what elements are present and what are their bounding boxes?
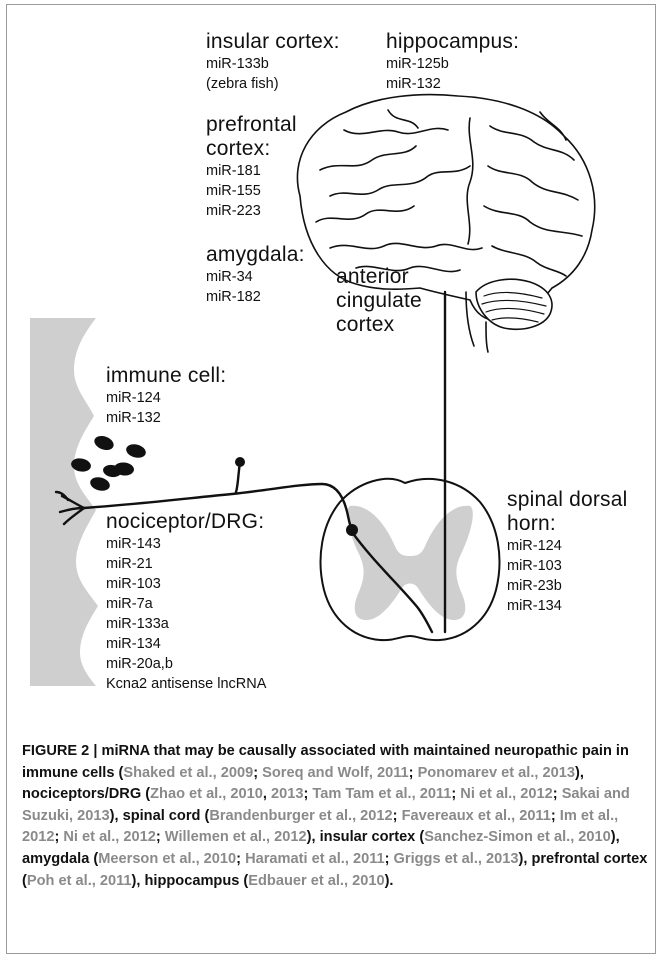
mirna-item: miR-103	[507, 556, 628, 576]
immune-cell	[92, 433, 115, 452]
mirna-item: miR-181	[206, 161, 297, 181]
spinal-title-line1: spinal dorsal	[507, 488, 628, 512]
mirna-item: miR-103	[106, 574, 266, 594]
caption-text: ;	[236, 851, 245, 867]
prefrontal-title-line2: cortex:	[206, 137, 297, 161]
mirna-item: Kcna2 antisense lncRNA	[106, 674, 266, 694]
caption-reference-link[interactable]: Zhao et al., 2010	[150, 786, 263, 802]
drg-cell-body	[235, 457, 245, 467]
mirna-item: miR-21	[106, 554, 266, 574]
hippocampus-label: hippocampus: miR-125b miR-132	[386, 30, 519, 94]
caption-reference-link[interactable]: Sanchez-Simon et al., 2010	[424, 829, 611, 845]
caption-reference-link[interactable]: Poh et al., 2011	[27, 873, 132, 889]
figure-caption: FIGURE 2 | miRNA that may be causally as…	[22, 741, 652, 892]
caption-reference-link[interactable]: Soreq and Wolf, 2011	[262, 765, 409, 781]
mirna-item: miR-34	[206, 267, 305, 287]
acc-line: cingulate	[336, 289, 422, 313]
prefrontal-title-line1: prefrontal	[206, 113, 297, 137]
insular-mirna-list: miR-133b (zebra fish)	[206, 54, 340, 94]
mirna-item: miR-134	[106, 634, 266, 654]
caption-reference-link[interactable]: Shaked et al., 2009	[123, 765, 253, 781]
spinal-mirna-list: miR-124 miR-103 miR-23b miR-134	[507, 536, 628, 616]
hippocampus-mirna-list: miR-125b miR-132	[386, 54, 519, 94]
mirna-item: miR-125b	[386, 54, 519, 74]
mirna-item: miR-134	[507, 596, 628, 616]
caption-reference-link[interactable]: Griggs et al., 2013	[394, 851, 519, 867]
acc-line: cortex	[336, 313, 422, 337]
caption-reference-link[interactable]: Tam Tam et al., 2011	[312, 786, 451, 802]
caption-reference-link[interactable]: 2013	[271, 786, 303, 802]
caption-text: ;	[409, 765, 418, 781]
mirna-item: miR-124	[106, 388, 226, 408]
caption-text: ;	[156, 829, 165, 845]
spinal-cord-section	[321, 479, 500, 640]
amygdala-label: amygdala: miR-34 miR-182	[206, 243, 305, 307]
caption-text: ;	[253, 765, 262, 781]
prefrontal-mirna-list: miR-181 miR-155 miR-223	[206, 161, 297, 221]
caption-text: ;	[451, 786, 460, 802]
caption-reference-link[interactable]: Brandenburger et al., 2012	[209, 808, 392, 824]
mirna-item: miR-20a,b	[106, 654, 266, 674]
mirna-item: miR-133a	[106, 614, 266, 634]
caption-reference-link[interactable]: Favereaux et al., 2011	[402, 808, 551, 824]
insular-title: insular cortex:	[206, 30, 340, 54]
caption-reference-link[interactable]: Haramati et al., 2011	[245, 851, 385, 867]
insular-label: insular cortex: miR-133b (zebra fish)	[206, 30, 340, 94]
mirna-item: miR-124	[507, 536, 628, 556]
tissue-block	[30, 318, 98, 686]
caption-text: ;	[385, 851, 394, 867]
nociceptor-mirna-list: miR-143 miR-21 miR-103 miR-7a miR-133a m…	[106, 534, 266, 694]
caption-text: ), insular cortex (	[307, 829, 425, 845]
mirna-item: miR-7a	[106, 594, 266, 614]
nociceptor-title: nociceptor/DRG:	[106, 510, 266, 534]
caption-text: ;	[551, 808, 560, 824]
acc-line: anterior	[336, 265, 422, 289]
caption-text: ;	[553, 786, 562, 802]
mirna-item: miR-132	[386, 74, 519, 94]
caption-reference-link[interactable]: Edbauer et al., 2010	[248, 873, 384, 889]
hippocampus-title: hippocampus:	[386, 30, 519, 54]
mirna-item: miR-155	[206, 181, 297, 201]
spinal-title-line2: horn:	[507, 512, 628, 536]
amygdala-mirna-list: miR-34 miR-182	[206, 267, 305, 307]
amygdala-title: amygdala:	[206, 243, 305, 267]
mirna-item: miR-133b	[206, 54, 340, 74]
caption-text: ;	[393, 808, 402, 824]
mirna-item: miR-23b	[507, 576, 628, 596]
mirna-item: miR-223	[206, 201, 297, 221]
mirna-item: miR-143	[106, 534, 266, 554]
spinal-dorsal-horn-label: spinal dorsal horn: miR-124 miR-103 miR-…	[507, 488, 628, 616]
caption-text: ,	[263, 786, 271, 802]
immune-cell-cluster	[70, 433, 147, 492]
brain-stem	[486, 322, 488, 352]
acc-label: anterior cingulate cortex	[336, 265, 422, 337]
nociceptor-label: nociceptor/DRG: miR-143 miR-21 miR-103 m…	[106, 510, 266, 694]
caption-reference-link[interactable]: Meerson et al., 2010	[98, 851, 236, 867]
mirna-item: (zebra fish)	[206, 74, 340, 94]
mirna-item: miR-182	[206, 287, 305, 307]
immune-cell	[125, 442, 148, 460]
caption-text: ), hippocampus (	[132, 873, 249, 889]
caption-reference-link[interactable]: Ni et al., 2012	[63, 829, 155, 845]
caption-text: ), spinal cord (	[110, 808, 210, 824]
prefrontal-label: prefrontal cortex: miR-181 miR-155 miR-2…	[206, 113, 297, 221]
synapse-dot	[346, 524, 358, 536]
mirna-item: miR-132	[106, 408, 226, 428]
caption-text: ).	[385, 873, 394, 889]
immune-cell	[89, 475, 112, 493]
caption-reference-link[interactable]: Ni et al., 2012	[460, 786, 552, 802]
immune-title: immune cell:	[106, 364, 226, 388]
caption-reference-link[interactable]: Ponomarev et al., 2013	[418, 765, 575, 781]
caption-reference-link[interactable]: Willemen et al., 2012	[165, 829, 307, 845]
immune-label: immune cell: miR-124 miR-132	[106, 364, 226, 428]
immune-mirna-list: miR-124 miR-132	[106, 388, 226, 428]
